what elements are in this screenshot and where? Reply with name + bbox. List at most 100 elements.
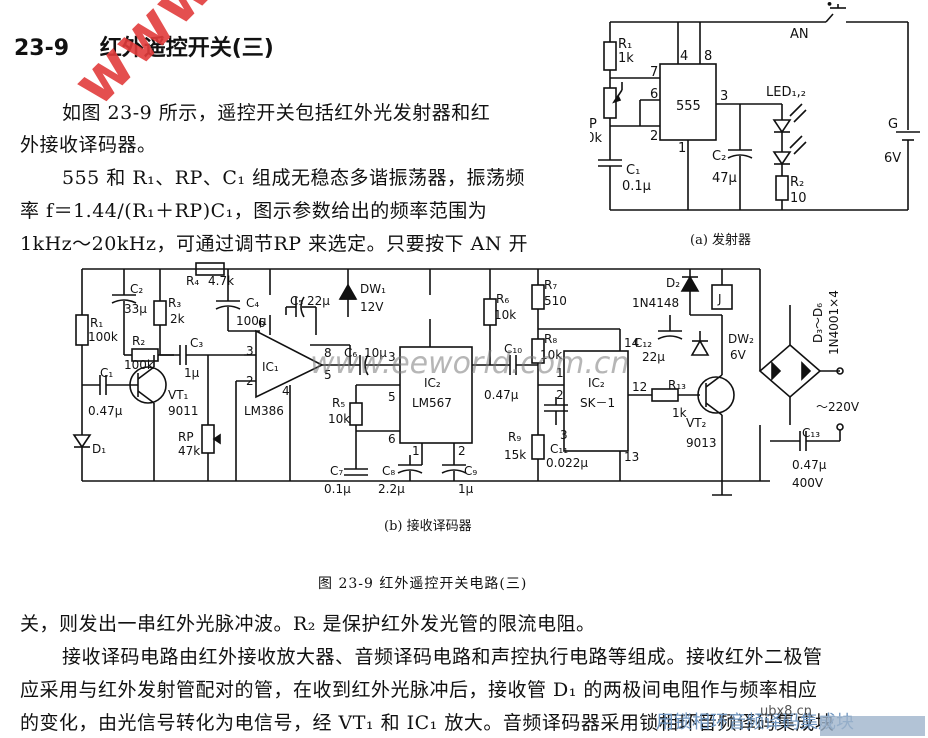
r4-label: R₄ [186,274,199,288]
c13-label: C₁₃ [802,426,820,440]
c12-value: 22μ [642,350,665,364]
r2-label: R₂ [790,175,804,190]
r2-value: 100k [124,358,154,372]
c12-label: C₁₂ [634,336,652,350]
ic3-pin1: 1 [556,366,564,380]
paragraph-line: 如图 23-9 所示，遥控开关包括红外光发射器和红 [62,102,491,124]
ac-label: ～220V [816,400,860,414]
d1-label: D₁ [92,442,106,456]
ic1-pin8: 8 [324,346,332,360]
d2-value: 1N4148 [632,296,679,310]
r6-label: R₆ [496,292,509,306]
r4-value: 4.7k [208,274,234,288]
pin6: 6 [650,87,658,102]
c2-value: 33μ [124,302,147,316]
c8-value: 2.2μ [378,482,405,496]
pin3: 3 [720,89,728,104]
relay-label: J [717,292,722,306]
r3-value: 2k [170,312,185,326]
c2-value: 47μ [712,171,737,186]
receiver-schematic: R₄ 4.7k C₂ 33μ R₃ 2k R₁ 100k R₂ 100k C₁ … [72,262,860,496]
ic2-pin1: 1 [412,444,420,458]
ic2-pin3: 3 [388,350,396,364]
c9-value: 1μ [458,482,474,496]
r1-label: R₁ [90,316,103,330]
c7-value: 0.1μ [324,482,351,496]
ic1-label: IC₁ [262,360,279,374]
rp-label: RP [178,430,194,444]
ic1-pin5: 5 [324,368,332,382]
ic3-pin14: 14 [624,336,639,350]
pin4: 4 [680,49,688,64]
c3-label: C₃ [190,336,203,350]
ic1-pin2: 2 [246,374,254,388]
c11-label: C₁₁ [550,442,568,456]
pin1: 1 [678,141,686,156]
r13-label: R₁₃ [668,378,686,392]
corner-stamp [820,716,925,736]
dw2-value: 6V [730,348,747,362]
c3-value: 1μ [184,366,200,380]
c7-label: C₇ [330,464,343,478]
vt1-value: 9011 [168,404,199,418]
ic1-pin6: 6 [258,316,266,330]
pin2: 2 [650,129,658,144]
ic2-pin2: 2 [458,444,466,458]
ic3-pin2: 2 [556,388,564,402]
r3-label: R₃ [168,296,181,310]
r5-value: 10k [328,412,350,426]
an-label: AN [790,27,809,42]
c4-value: 100μ [236,314,267,328]
blue-overlay-text: 用锁相环音频译码集成块 [656,712,854,733]
r2-label: R₂ [132,334,145,348]
dw1-value: 12V [360,300,384,314]
paragraph-line: 率 f＝1.44/(R₁＋RP)C₁，图示参数给出的频率范围为 [20,200,488,222]
r7-label: R₇ [544,278,557,292]
ic2-pin5: 5 [388,390,396,404]
g-value: 6V [884,151,901,166]
paragraph-line: 应采用与红外发射管配对的管，在收到红外光脉冲后，接收管 D₁ 的两极间电阻作与频… [20,679,818,701]
figure-caption: 图 23-9 红外遥控开关电路(三) [318,576,528,592]
r8-value: 10k [540,348,562,362]
r5-label: R₅ [332,396,345,410]
an-dot: • [826,0,833,11]
ic3-pin13: 13 [624,450,639,464]
paragraph-line: 关，则发出一串红外光脉冲波。R₂ 是保护红外发光管的限流电阻。 [20,613,596,635]
c1-label: C₁ [100,366,113,380]
ic3-value: SK－1 [580,396,615,410]
d2-label: D₂ [666,276,680,290]
c4-label: C₄ [246,296,259,310]
r8-label: R₈ [544,332,557,346]
c1-value: 0.47μ [88,404,123,418]
c10-value: 0.47μ [484,388,519,402]
rp-value: 47k [178,444,200,458]
c13-value: 0.47μ [792,458,827,472]
ic3-pin12: 12 [632,380,647,394]
r6-value: 10k [494,308,516,322]
c1-label: C₁ [626,163,640,178]
transmitter-caption: (a) 发射器 [690,233,752,248]
rp-value: 10k [590,131,603,146]
pin8: 8 [704,49,712,64]
c6-label: C₆ [344,346,357,360]
eeworld-watermark: www.eeworld.com.cn [310,346,630,381]
paragraph-line: 外接收译码器。 [20,134,157,156]
r1-label: R₁ [618,37,632,52]
vt1-label: VT₁ [168,388,189,402]
g-label: G [888,117,898,132]
paragraph-line: 的变化，由光信号转化为电信号，经 VT₁ 和 IC₁ 放大。音频译码器采用锁相环… [20,712,835,734]
r9-label: R₉ [508,430,521,444]
c10-label: C₁₀ [504,342,522,356]
dw2-label: DW₂ [728,332,754,346]
ubx-watermark: ubx8.cn [760,704,812,719]
ic2-label: IC₂ [424,376,441,390]
ic1-pin4: 4 [282,384,290,398]
r1-value: 100k [88,330,118,344]
ic1-value: LM386 [244,404,284,418]
r13-value: 1k [672,406,687,420]
ic3-label: IC₂ [588,376,605,390]
vt2-value: 9013 [686,436,717,450]
ic2-value: LM567 [412,396,452,410]
c5-label: C₅ 22μ [290,294,330,308]
c1-value: 0.1μ [622,179,651,194]
